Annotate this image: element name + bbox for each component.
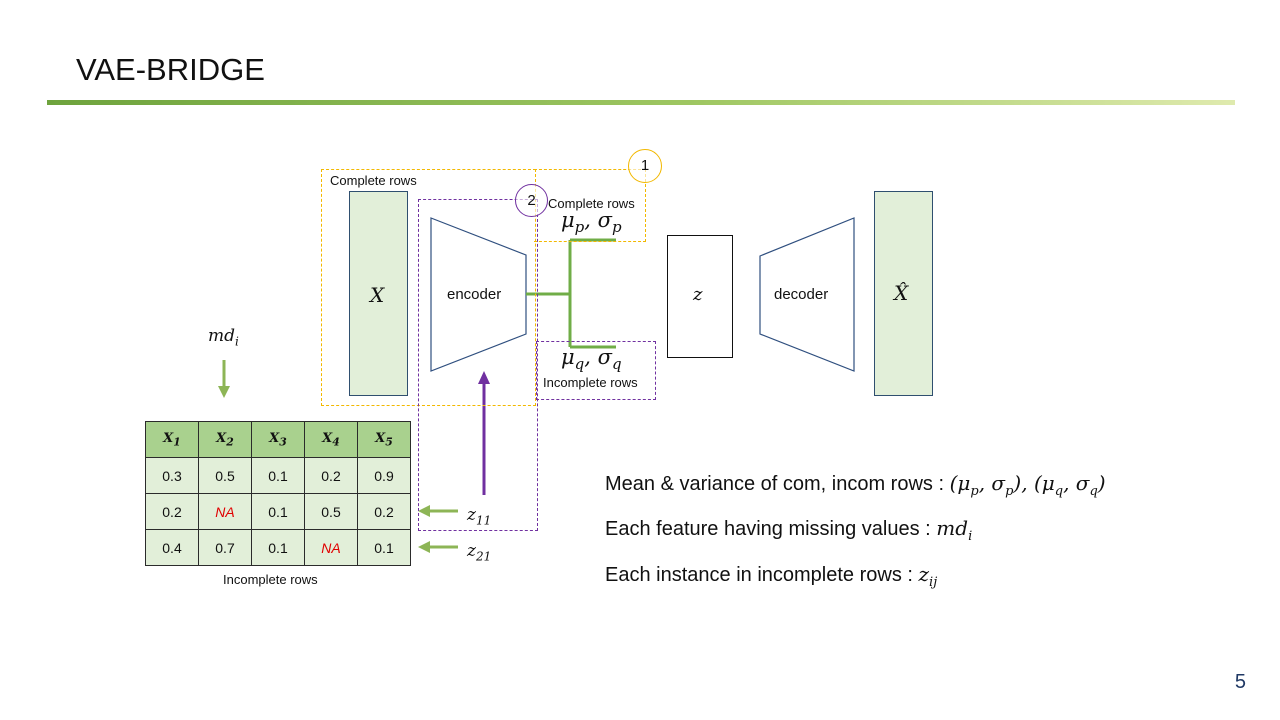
table-cell: 0.2 (145, 493, 199, 530)
z11-label: z11 (467, 505, 492, 528)
table-cell: 0.3 (145, 457, 199, 494)
incomplete-rows-label: Incomplete rows (543, 375, 638, 390)
table-caption: Incomplete rows (223, 572, 318, 587)
md-i-label: mdi (208, 326, 239, 349)
mu-sigma-p-label: μp, σp (561, 208, 622, 237)
table-row: 0.3 0.5 0.1 0.2 0.9 (145, 457, 411, 494)
decoder-shape (759, 217, 855, 372)
table-cell-missing: NA (198, 493, 252, 530)
table-cell: 0.5 (198, 457, 252, 494)
table-row: 0.4 0.7 0.1 NA 0.1 (145, 529, 411, 566)
table-header-cell: X3 (251, 421, 305, 458)
slide-title: VAE-BRIDGE (76, 52, 265, 87)
input-x-block (349, 191, 408, 396)
incomplete-rows-region-left (418, 199, 538, 531)
table-header-cell: X1 (145, 421, 199, 458)
incomplete-rows-region-right (536, 341, 656, 400)
table-cell: 0.1 (251, 493, 305, 530)
table-row: 0.2 NA 0.1 0.5 0.2 (145, 493, 411, 530)
md-arrow-head (218, 386, 230, 398)
output-xhat-label: X̂ (894, 281, 909, 305)
encoder-shape (430, 217, 527, 372)
title-underline (47, 100, 1235, 105)
note-mean-variance: Mean & variance of com, incom rows : (μp… (605, 471, 1106, 499)
note-instance: Each instance in incomplete rows : zij (605, 562, 938, 590)
purple-arrow-head (478, 371, 490, 384)
mu-sigma-q-label: μq, σq (561, 345, 622, 374)
step-2-circle: 2 (515, 184, 548, 217)
table-cell: 0.7 (198, 529, 252, 566)
table-cell: 0.1 (251, 529, 305, 566)
step-1-circle: 1 (628, 149, 662, 183)
table-cell: 0.2 (357, 493, 411, 530)
note-missing-values: Each feature having missing values : mdi (605, 516, 973, 544)
page-number: 5 (1234, 671, 1246, 693)
incomplete-rows-table: X1 X2 X3 X4 X5 0.3 0.5 0.1 0.2 0.9 0.2 N… (145, 421, 411, 566)
z21-arrow-head (418, 541, 430, 553)
encoder-label: encoder (447, 286, 502, 303)
latent-z-block (667, 235, 733, 358)
z21-label: z21 (467, 541, 492, 564)
latent-z-label: z (693, 284, 703, 305)
complete-rows-label-inner: Complete rows (548, 196, 635, 211)
z11-arrow-head (418, 505, 430, 517)
table-header-cell: X2 (198, 421, 252, 458)
table-cell: 0.5 (304, 493, 358, 530)
complete-rows-region-outer (321, 169, 536, 406)
table-cell: 0.1 (357, 529, 411, 566)
table-header-cell: X4 (304, 421, 358, 458)
table-cell-missing: NA (304, 529, 358, 566)
table-cell: 0.4 (145, 529, 199, 566)
table-cell: 0.9 (357, 457, 411, 494)
table-cell: 0.2 (304, 457, 358, 494)
complete-rows-region-ext (534, 169, 646, 242)
table-cell: 0.1 (251, 457, 305, 494)
table-header-row: X1 X2 X3 X4 X5 (145, 421, 411, 458)
complete-rows-label-outer: Complete rows (330, 173, 417, 188)
table-header-cell: X5 (357, 421, 411, 458)
input-x-label: X (370, 283, 385, 307)
output-xhat-block (874, 191, 933, 396)
decoder-label: decoder (774, 286, 829, 303)
